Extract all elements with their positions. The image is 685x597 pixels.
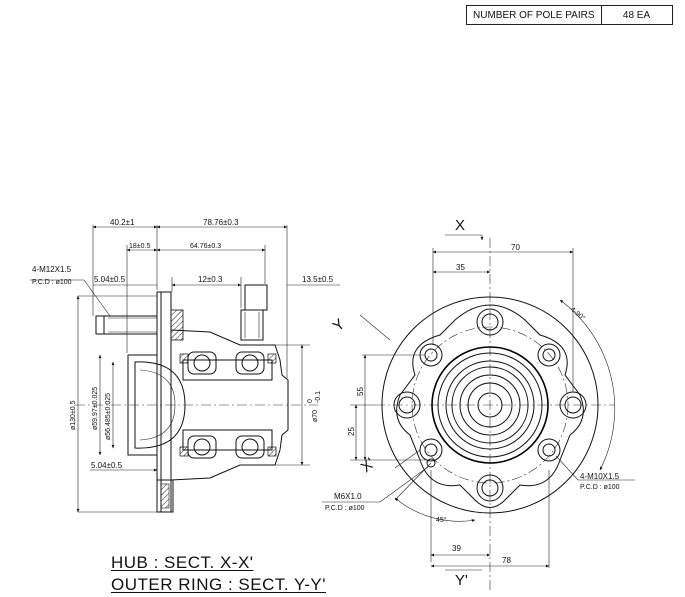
section-x-label: X bbox=[455, 217, 465, 234]
m10-spec: 4-M10X1.5 bbox=[580, 472, 620, 481]
ball-upper-outer bbox=[241, 354, 259, 372]
dim-25: 25 bbox=[347, 427, 356, 436]
caption-outer-ring-section: OUTER RING : SECT. Y-Y' bbox=[111, 575, 327, 594]
section-y-prime-label: Y' bbox=[455, 572, 468, 589]
angle-45: 45° bbox=[436, 516, 447, 524]
section-y-label: Y bbox=[330, 316, 349, 335]
ball-lower-inner bbox=[193, 438, 211, 456]
section-view: 40.2±1 78.76±0.3 18±0.5 64.76±0.3 4-M12X… bbox=[30, 218, 340, 513]
dim-64-76: 64.76±0.3 bbox=[190, 243, 221, 250]
tol-70-lower: -0.1 bbox=[315, 391, 322, 403]
bolt-hole-upper-right bbox=[537, 343, 561, 367]
dim-35: 35 bbox=[456, 263, 465, 272]
dim-70: 70 bbox=[511, 243, 520, 252]
dim-40-2: 40.2±1 bbox=[110, 218, 135, 227]
thread-spec: 4-M12X1.5 bbox=[32, 265, 72, 274]
ball-lower-outer bbox=[241, 438, 259, 456]
m6-hole bbox=[426, 458, 436, 468]
wheel-flange bbox=[156, 291, 172, 513]
dim-78-76: 78.76±0.3 bbox=[203, 218, 239, 227]
dim-78: 78 bbox=[502, 556, 511, 565]
dim-18: 18±0.5 bbox=[129, 243, 150, 250]
pilot-cup bbox=[127, 354, 157, 456]
dim-55: 55 bbox=[356, 387, 365, 396]
front-view: X Y X' Y' bbox=[322, 217, 635, 590]
m6-spec: M6X1.0 bbox=[334, 492, 362, 501]
dia-56-485: ø56.485±0.025 bbox=[105, 393, 112, 440]
ball-upper-inner bbox=[193, 354, 211, 372]
bolt-hole-bottom bbox=[476, 474, 504, 502]
dim-39: 39 bbox=[452, 544, 461, 553]
wheel-stud bbox=[95, 315, 158, 335]
hub-center-bore bbox=[477, 392, 503, 418]
bolt-hole-top bbox=[476, 308, 504, 336]
m10-pcd: P.C.D : ø100 bbox=[580, 484, 620, 491]
dia-130: ø130±0.5 bbox=[70, 400, 77, 430]
bolt-hole-lower-left bbox=[419, 438, 443, 462]
bolt-hole-left bbox=[393, 391, 421, 419]
dim-12: 12±0.3 bbox=[198, 275, 223, 284]
dim-5-04-top: 5.04±0.5 bbox=[94, 275, 126, 284]
pole-pairs-table: NUMBER OF POLE PAIRS 48 EA bbox=[466, 5, 673, 25]
pole-pairs-row: NUMBER OF POLE PAIRS 48 EA bbox=[466, 5, 673, 25]
dim-13-5: 13.5±0.5 bbox=[302, 275, 334, 284]
bolt-hole-lower-right bbox=[537, 438, 561, 462]
thread-pcd: P.C.D : ø100 bbox=[32, 279, 72, 286]
bearing-row-upper bbox=[179, 351, 277, 375]
angle-4-90: 4-90° bbox=[569, 305, 587, 322]
dia-59-97: ø59.97±0.025 bbox=[92, 387, 99, 430]
bearing-row-lower bbox=[179, 435, 277, 459]
hub-body bbox=[170, 329, 289, 481]
hub-outer-ring bbox=[431, 346, 549, 464]
tol-70-upper: 0 bbox=[307, 399, 314, 403]
caption-hub-section: HUB : SECT. X-X' bbox=[111, 553, 254, 572]
pole-pairs-label: NUMBER OF POLE PAIRS bbox=[466, 5, 602, 25]
flange-lobes bbox=[396, 304, 584, 508]
m6-pcd: P.C.D : ø100 bbox=[325, 505, 365, 512]
dim-5-04-bottom: 5.04±0.5 bbox=[91, 461, 123, 470]
section-x-prime-label: X' bbox=[358, 455, 379, 476]
outer-ring-bolt-boss bbox=[240, 309, 264, 341]
pole-pairs-value: 48 EA bbox=[600, 5, 673, 25]
dia-70: ø70 bbox=[312, 410, 319, 422]
